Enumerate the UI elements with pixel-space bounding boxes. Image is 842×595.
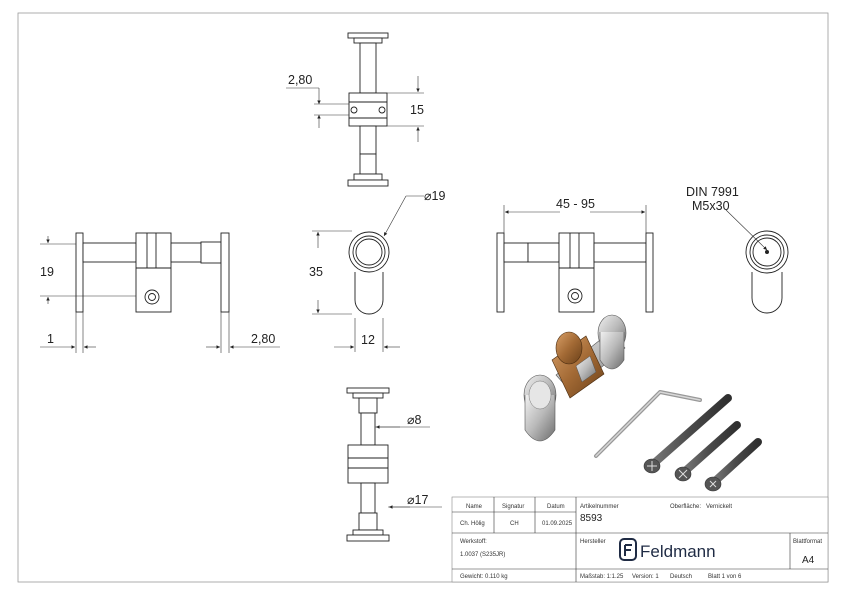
tb-row-name: Ch. Hölig: [460, 521, 485, 527]
dim-length-range: 45 - 95: [556, 197, 595, 211]
title-block: [451, 496, 829, 583]
screw-size: M5x30: [692, 199, 730, 213]
tb-werkstoff-label: Werkstoff:: [460, 539, 487, 545]
side-view-left: [40, 232, 280, 353]
tb-blattformat: A4: [802, 555, 815, 566]
bottom-view: [346, 387, 442, 542]
tb-header-signatur: Signatur: [502, 504, 524, 510]
product-3d-render: [523, 314, 762, 492]
tb-blattformat-label: Blattformat: [793, 539, 822, 545]
tb-artikelnummer: 8593: [580, 513, 603, 524]
side-view-right: [496, 205, 654, 313]
dim-bottom-shaft-dia: ⌀8: [407, 413, 422, 427]
dim-front-height: 35: [309, 265, 323, 279]
dim-front-width: 12: [361, 333, 375, 347]
dim-side-flange-thickness: 1: [47, 332, 54, 346]
dim-front-flange-dia: ⌀19: [424, 189, 445, 203]
tb-werkstoff: 1.0037 (S235JR): [460, 552, 505, 558]
tb-row-datum: 01.09.2025: [542, 521, 573, 527]
tb-row-signatur: CH: [510, 521, 519, 527]
screw-standard: DIN 7991: [686, 185, 739, 199]
tb-header-datum: Datum: [547, 504, 565, 510]
dim-top-body-length: 15: [410, 103, 424, 117]
tb-hersteller-label: Hersteller: [580, 539, 606, 545]
dim-side-right-thickness: 2,80: [251, 332, 275, 346]
tb-massstab: Maßstab: 1:1.25: [580, 574, 624, 580]
front-view: [312, 195, 424, 352]
tb-artikelnummer-label: Artikelnummer: [580, 504, 619, 510]
dim-bottom-body-dia: ⌀17: [407, 493, 428, 507]
tb-sprache: Deutsch: [670, 574, 692, 580]
tb-header-name: Name: [466, 504, 483, 510]
dim-top-groove-width: 2,80: [288, 73, 312, 87]
tb-oberflaeche-label: Oberfläche:: [670, 504, 701, 510]
dim-side-height: 19: [40, 265, 54, 279]
tb-blatt: Blatt 1 von 6: [708, 574, 742, 580]
tb-gewicht: Gewicht: 0.110 kg: [460, 574, 508, 580]
sheet-border: [17, 12, 829, 583]
screw-front-view: [725, 209, 789, 314]
top-view: [286, 32, 424, 187]
tb-oberflaeche: Vernickelt: [706, 504, 732, 510]
feldmann-logo-icon: [619, 538, 637, 561]
tb-version: Version: 1: [632, 574, 659, 580]
tb-logo-text: Feldmann: [640, 542, 716, 561]
